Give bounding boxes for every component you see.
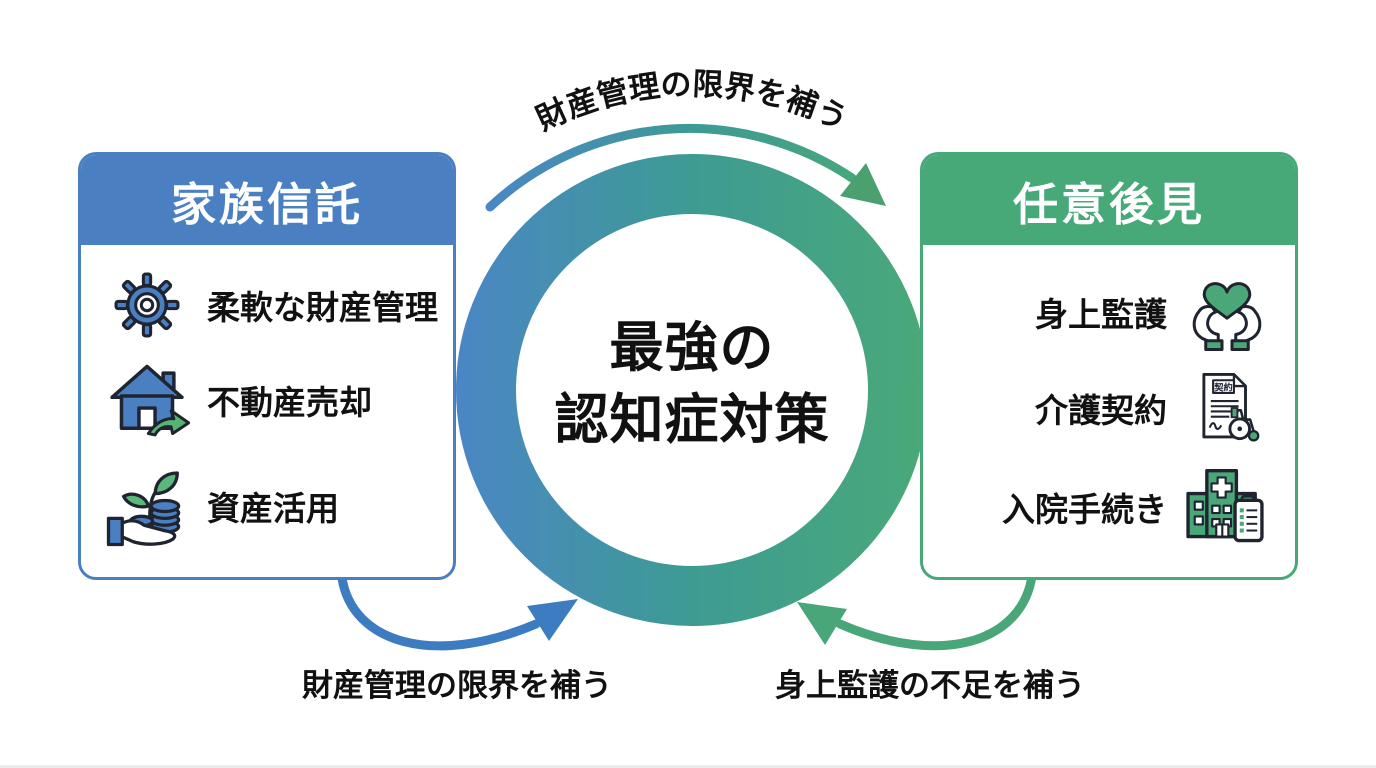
bottom-left-arrow bbox=[337, 573, 541, 651]
bottom-edge-strip bbox=[0, 765, 1376, 768]
bottom-left-arrowhead bbox=[527, 599, 578, 641]
list-item-label: 不動産売却 bbox=[207, 383, 372, 422]
family-trust-card: 家族信託 bbox=[78, 152, 456, 580]
list-item-label: 柔軟な財産管理 bbox=[207, 288, 438, 327]
list-item: 不動産売却 bbox=[81, 357, 453, 443]
care-contract-icon: 契約 bbox=[1183, 371, 1271, 445]
family-trust-card-title: 家族信託 bbox=[81, 155, 453, 245]
list-item: 資産活用 bbox=[81, 462, 453, 550]
center-title: 最強の 認知症対策 bbox=[472, 312, 912, 456]
voluntary-guardianship-card-body: 身上監護 介護契約 bbox=[923, 245, 1295, 577]
bottom-right-arrowhead bbox=[797, 602, 847, 645]
list-item-label: 入院手続き bbox=[1002, 490, 1167, 529]
center-title-line1: 最強の bbox=[609, 316, 775, 379]
family-trust-card-body: 柔軟な財産管理 不動産売却 bbox=[81, 245, 453, 577]
top-arc-arrow bbox=[485, 123, 857, 212]
voluntary-guardianship-card-title: 任意後見 bbox=[923, 155, 1295, 245]
bottom-right-arrow bbox=[835, 571, 1037, 651]
center-title-line2: 認知症対策 bbox=[554, 388, 830, 451]
hospital-clipboard-icon bbox=[1183, 464, 1271, 550]
list-item: 身上監護 bbox=[923, 272, 1295, 352]
list-item-label: 身上監護 bbox=[1035, 295, 1167, 334]
bottom-right-arrow-label: 身上監護の不足を補う bbox=[775, 668, 1085, 704]
asset-plant-coins-icon bbox=[103, 462, 191, 550]
bottom-left-arrow-label: 財産管理の限界を補う bbox=[302, 668, 612, 704]
list-item: 介護契約 契約 bbox=[923, 371, 1295, 445]
list-item-label: 資産活用 bbox=[207, 489, 339, 528]
list-item: 入院手続き bbox=[923, 464, 1295, 550]
list-item-label: 介護契約 bbox=[1035, 391, 1167, 430]
house-sale-icon bbox=[103, 357, 191, 443]
svg-text:契約: 契約 bbox=[1213, 381, 1233, 393]
top-arc-arrowhead bbox=[840, 163, 886, 206]
gear-icon bbox=[103, 272, 191, 338]
hands-holding-heart-icon bbox=[1183, 272, 1271, 352]
voluntary-guardianship-card: 任意後見 身上監護 介護契約 bbox=[920, 152, 1298, 580]
list-item: 柔軟な財産管理 bbox=[81, 272, 453, 338]
center-ring bbox=[456, 154, 928, 626]
